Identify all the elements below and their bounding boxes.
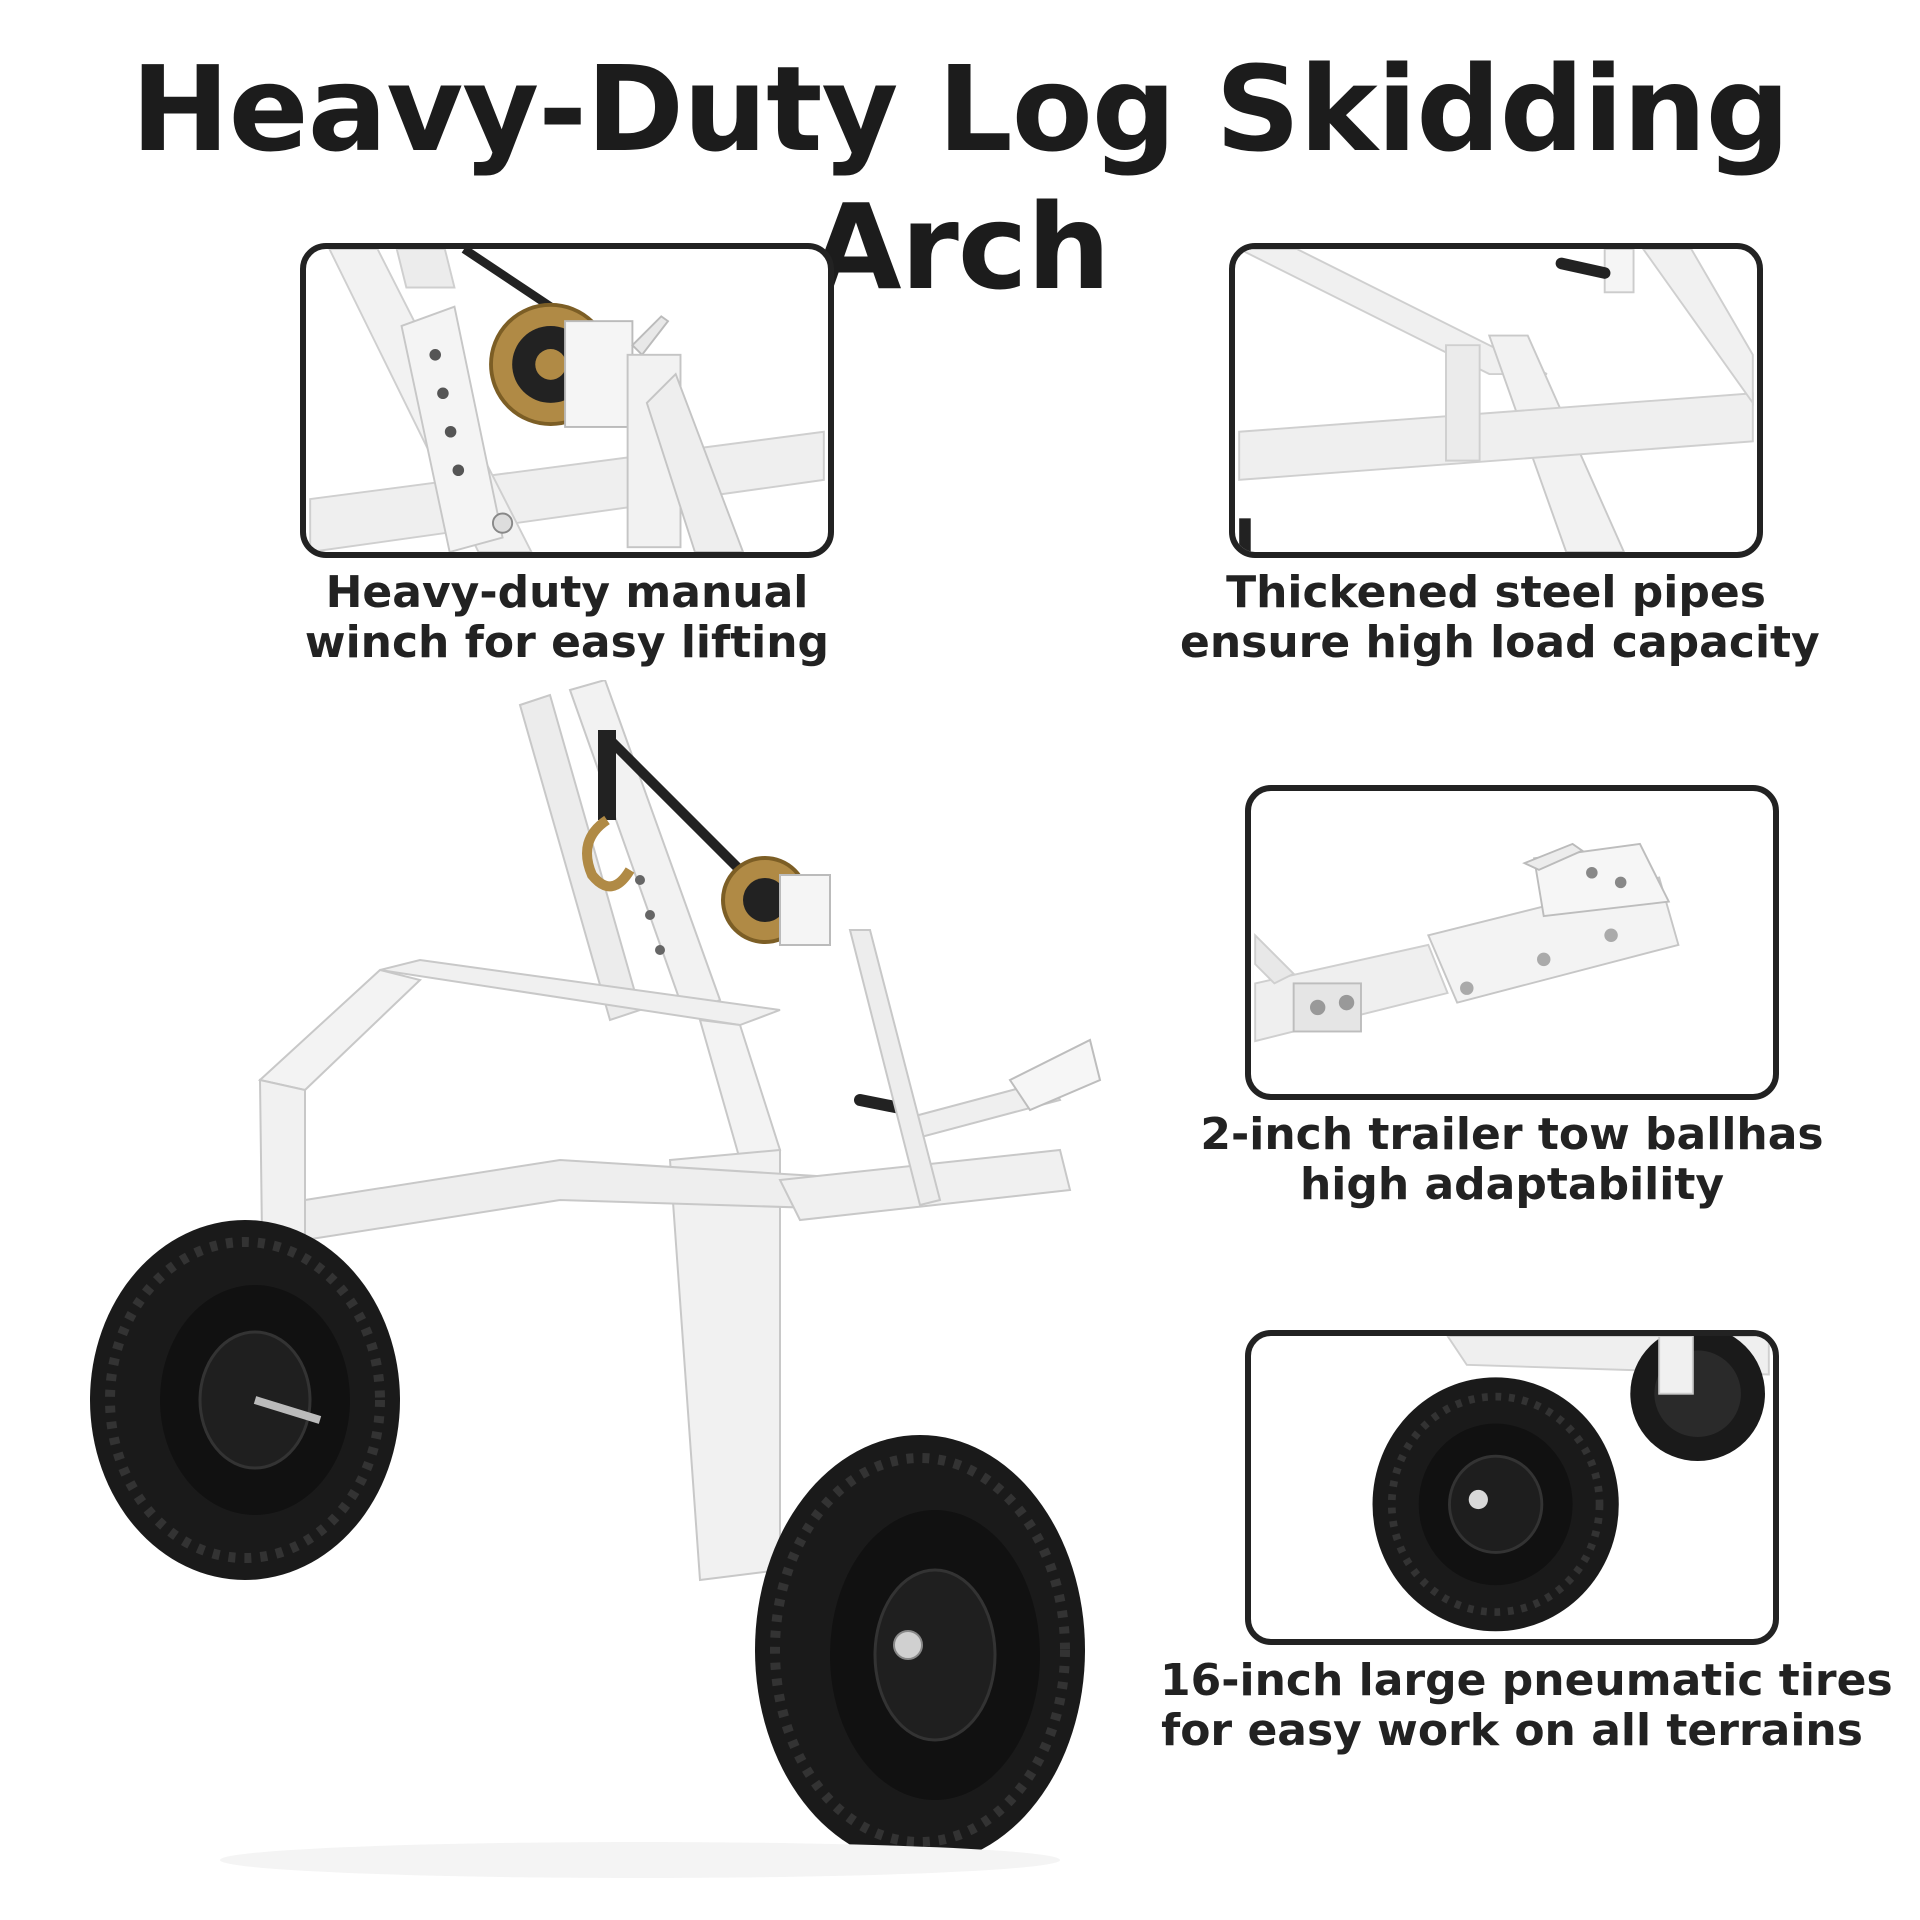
steel-pipes-caption-line2: ensure high load capacity bbox=[1180, 617, 1820, 668]
winch-caption-line2: winch for easy lifting bbox=[304, 617, 830, 668]
winch-caption: Heavy-duty manual winch for easy lifting bbox=[300, 568, 834, 668]
tire-caption-line1: 16-inch large pneumatic tires bbox=[1160, 1655, 1893, 1706]
page-title: Heavy-Duty Log Skidding Arch bbox=[130, 40, 1790, 316]
winch-caption-line1: Heavy-duty manual bbox=[325, 567, 809, 618]
hitch-coupler-closeup-image bbox=[1254, 842, 1680, 1043]
log-skidding-arch-illustration bbox=[90, 680, 1102, 1878]
hitch-caption-line1: 2-inch trailer tow ballhas bbox=[1200, 1109, 1824, 1160]
hitch-caption: 2-inch trailer tow ballhas high adaptabi… bbox=[1190, 1110, 1834, 1210]
tire-caption: 16-inch large pneumatic tires for easy w… bbox=[1160, 1655, 1893, 1756]
steel-pipes-caption: Thickened steel pipes ensure high load c… bbox=[1180, 567, 1820, 668]
steel-frame-closeup-image bbox=[1238, 249, 1754, 552]
hitch-caption-line2: high adaptability bbox=[1299, 1159, 1725, 1210]
tire-caption-line2: for easy work on all terrains bbox=[1161, 1705, 1863, 1756]
tire-closeup-panel bbox=[1245, 1330, 1779, 1645]
steel-pipes-closeup-panel bbox=[1229, 243, 1763, 558]
hitch-closeup-panel bbox=[1245, 785, 1779, 1100]
tire-closeup-image bbox=[1372, 1336, 1770, 1632]
steel-pipes-caption-line1: Thickened steel pipes bbox=[1226, 567, 1766, 618]
winch-closeup-panel bbox=[300, 243, 834, 558]
winch-closeup-image bbox=[309, 249, 825, 552]
